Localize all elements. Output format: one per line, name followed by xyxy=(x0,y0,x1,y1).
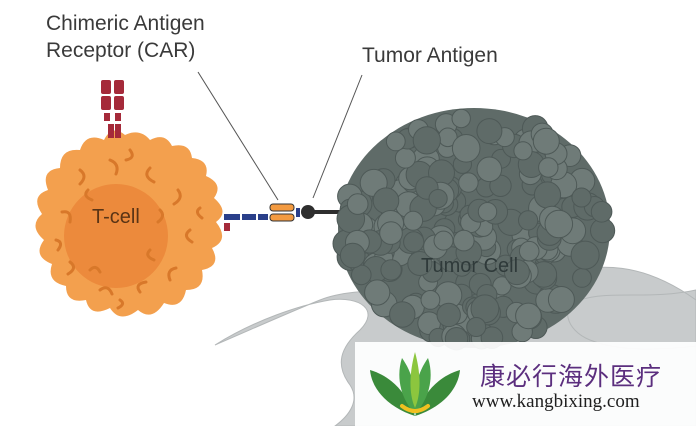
tumor-bump xyxy=(453,229,475,252)
tumor-bump xyxy=(420,290,441,310)
tumor-cell-label: Tumor Cell xyxy=(421,255,519,277)
tumor-bump xyxy=(538,157,559,178)
tumor-bump xyxy=(433,230,454,251)
tumor-bump xyxy=(533,181,562,209)
antigen-leader-line xyxy=(312,74,363,199)
t-cell-texture xyxy=(54,148,204,310)
tumor-bump xyxy=(346,193,369,215)
tumor-bump xyxy=(503,259,530,286)
tumor-bump xyxy=(339,242,366,269)
tumor-bump xyxy=(532,127,560,155)
t-cell-nucleus xyxy=(64,184,168,288)
tumor-bump xyxy=(458,172,479,193)
watermark-brand: 康必行海外医疗 xyxy=(480,362,663,391)
tumor-cell xyxy=(332,108,616,351)
tumor-bump xyxy=(379,221,403,245)
tumor-bump xyxy=(372,187,400,214)
tumor-bump xyxy=(364,279,391,306)
tumor-bump xyxy=(518,210,539,231)
tumor-bump xyxy=(518,240,540,262)
tumor-bump xyxy=(428,189,448,209)
tumor-bump xyxy=(385,131,406,152)
tumor-bump xyxy=(476,118,503,145)
tumor-bump xyxy=(451,134,481,163)
tumor-bumps xyxy=(332,108,616,351)
car-receptor-top xyxy=(101,80,124,138)
tumor-bump xyxy=(544,209,574,239)
car-leader-line xyxy=(197,71,279,201)
tumor-bump xyxy=(412,126,441,155)
tumor-bump xyxy=(477,202,498,222)
lotus-logo-icon xyxy=(370,352,460,416)
tumor-bump xyxy=(403,210,424,231)
tumor-bump xyxy=(451,108,471,129)
tumor-bump xyxy=(570,240,600,270)
tumor-bump xyxy=(394,147,416,169)
tumor-bump xyxy=(389,301,416,328)
watermark-url: www.kangbixing.com xyxy=(472,391,640,412)
tumor-bump xyxy=(407,251,433,276)
tumor-bump xyxy=(547,286,575,313)
tumor-bump xyxy=(380,259,402,281)
tumor-bump xyxy=(466,317,487,337)
car-label-line1: Chimeric Antigen xyxy=(46,12,205,35)
tumor-bump xyxy=(436,302,461,328)
tumor-bump xyxy=(513,141,533,161)
car-label: Chimeric Antigen Receptor (CAR) xyxy=(46,10,205,64)
tumor-bump xyxy=(590,201,613,223)
tumor-bump xyxy=(351,264,372,286)
tumor-bump xyxy=(572,268,592,288)
car-label-line2: Receptor (CAR) xyxy=(46,39,196,62)
tumor-bump xyxy=(571,187,592,208)
tumor-bump xyxy=(403,231,425,253)
t-cell-label: T-cell xyxy=(92,206,140,228)
tumor-antigen-label: Tumor Antigen xyxy=(362,44,498,67)
t-cell xyxy=(35,130,223,317)
tumor-bump xyxy=(476,156,503,183)
tumor-bump xyxy=(515,302,542,330)
car-receptor-side xyxy=(224,203,300,231)
